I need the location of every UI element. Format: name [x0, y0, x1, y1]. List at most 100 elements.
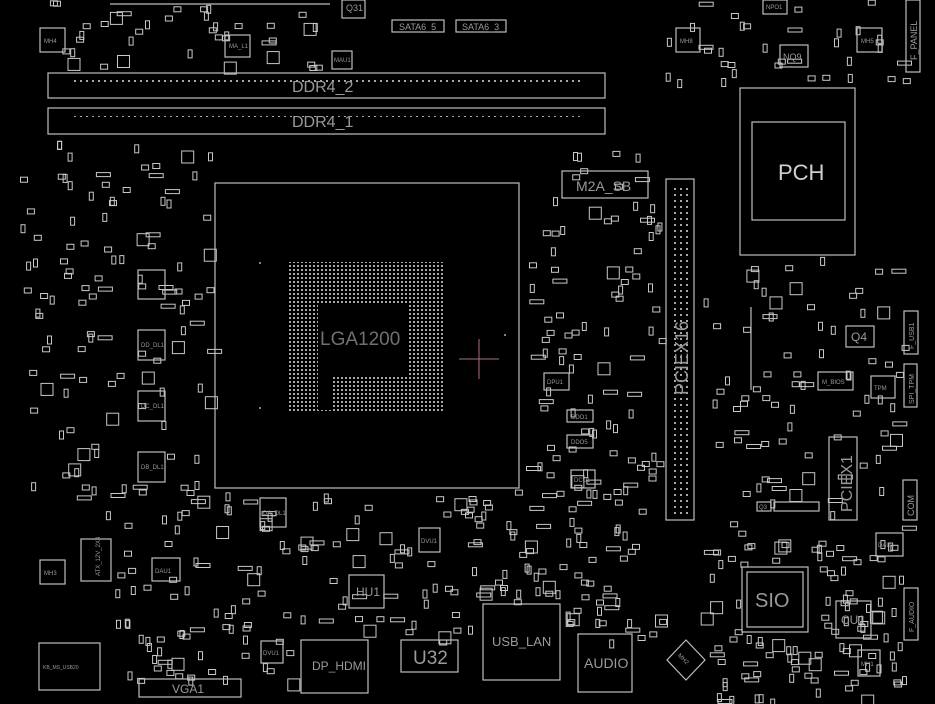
connector-kb-ms-usb20[interactable] — [38, 642, 101, 691]
smd-pad — [861, 694, 875, 704]
smd-pad — [247, 573, 261, 587]
label-ddr4-1: DDR4_1 — [292, 114, 353, 131]
smd-pad — [789, 282, 803, 296]
smd-pad — [618, 285, 624, 295]
chip-dau1-right[interactable] — [875, 532, 904, 557]
component-q3[interactable] — [756, 501, 772, 512]
chip-dvu1-b[interactable] — [260, 640, 284, 664]
smd-pad — [762, 314, 778, 320]
smd-pad — [479, 587, 493, 601]
smd-pad — [704, 47, 712, 54]
smd-pad — [268, 37, 277, 44]
chip-dau1[interactable] — [151, 557, 181, 582]
mounting-hole-mh8[interactable] — [675, 27, 701, 53]
connector-vga1[interactable] — [138, 678, 242, 698]
smd-pad — [827, 570, 835, 577]
connector-f-audio[interactable] — [903, 587, 919, 641]
smd-pad — [577, 500, 593, 506]
connector-sata6-5[interactable] — [391, 19, 445, 33]
smd-pad — [189, 320, 205, 326]
component-dc-dl1[interactable] — [137, 390, 166, 422]
smd-pad — [574, 572, 583, 579]
smd-pad — [545, 590, 554, 597]
smd-pad — [390, 617, 406, 623]
chip-dvu1[interactable] — [418, 527, 441, 553]
mounting-hole-mh5[interactable] — [856, 27, 883, 53]
smd-pad — [860, 308, 866, 318]
connector-sata6-3[interactable] — [455, 19, 507, 33]
component-q31[interactable] — [341, 0, 366, 19]
smd-pad — [698, 1, 714, 7]
component-dd-dl1[interactable] — [137, 329, 166, 361]
component-q4[interactable] — [845, 325, 875, 348]
smd-pad — [637, 635, 646, 641]
chip-cu1[interactable] — [835, 600, 872, 639]
connector-f-panel[interactable] — [905, 0, 921, 73]
connector-m2a-sb[interactable] — [561, 170, 649, 199]
smd-pad — [698, 44, 714, 50]
connector-com[interactable] — [902, 479, 918, 521]
component-nq9[interactable] — [779, 44, 809, 68]
smd-pad — [174, 288, 183, 295]
component-ddo5[interactable] — [566, 434, 594, 449]
chip-sio[interactable] — [741, 566, 809, 633]
smd-pad — [352, 594, 368, 600]
mounting-hole-mh1[interactable] — [857, 649, 881, 677]
mounting-hole-mh4[interactable] — [39, 27, 66, 53]
smd-pad — [552, 278, 568, 284]
dimm-slot-ddr4-1[interactable] — [47, 107, 606, 135]
resistor-array — [773, 501, 820, 512]
chip-m-bios[interactable] — [817, 371, 854, 391]
connector-audio[interactable] — [577, 633, 633, 693]
smd-pad — [121, 484, 127, 494]
smd-pad — [65, 268, 74, 275]
chip-sio-body — [746, 571, 804, 628]
component-mau1[interactable] — [331, 50, 353, 70]
chip-u32[interactable] — [400, 639, 459, 673]
slot-pciex16[interactable] — [665, 178, 695, 521]
smd-pad — [753, 280, 759, 290]
smd-pad — [141, 371, 155, 385]
smd-pad — [159, 387, 165, 397]
connector-dp-hdmi[interactable] — [300, 639, 369, 694]
smd-pad — [718, 560, 724, 570]
component-vrm-choke[interactable] — [137, 269, 166, 300]
smd-pad — [641, 461, 650, 467]
smd-pad — [91, 443, 100, 450]
cpu-socket-lga1200[interactable] — [214, 182, 520, 489]
component-da-dl1[interactable] — [259, 497, 287, 528]
chip-tpm[interactable] — [870, 375, 896, 399]
mounting-hole-mh3[interactable] — [39, 559, 66, 585]
component-ddo1[interactable] — [566, 409, 594, 423]
smd-pad — [20, 224, 26, 234]
connector-spi-tpm[interactable] — [903, 363, 918, 408]
component-ma-l1[interactable] — [224, 34, 251, 58]
dimm-slot-ddr4-2[interactable] — [47, 72, 606, 99]
connector-atx-12v-2x4[interactable] — [80, 538, 112, 582]
smd-pad — [307, 61, 316, 68]
label-m-bios: M_BIOS — [822, 380, 845, 386]
chip-pch-outline[interactable] — [739, 87, 856, 256]
mounting-hole-mh2[interactable] — [666, 639, 706, 681]
connector-f-usb1[interactable] — [903, 310, 919, 355]
connector-usb-lan[interactable] — [482, 603, 561, 681]
smd-pad — [880, 430, 889, 437]
component-npo1[interactable] — [762, 0, 788, 15]
smd-pad — [283, 612, 292, 619]
smd-pad — [849, 292, 858, 299]
chip-hu1[interactable] — [348, 574, 385, 609]
component-dpu1[interactable] — [543, 372, 570, 391]
smd-pad — [787, 27, 803, 33]
smd-pad — [864, 394, 870, 404]
smd-pad — [500, 585, 508, 591]
component-dcu1[interactable] — [570, 469, 596, 489]
smd-pad — [564, 332, 573, 339]
smd-pad — [611, 291, 620, 298]
component-db-dl1[interactable] — [137, 451, 166, 483]
chip-pch-bga[interactable] — [751, 121, 846, 221]
smd-pad — [743, 326, 752, 333]
smd-pad — [105, 511, 111, 521]
smd-pad — [744, 677, 760, 683]
slot-pciex1[interactable] — [828, 436, 858, 521]
